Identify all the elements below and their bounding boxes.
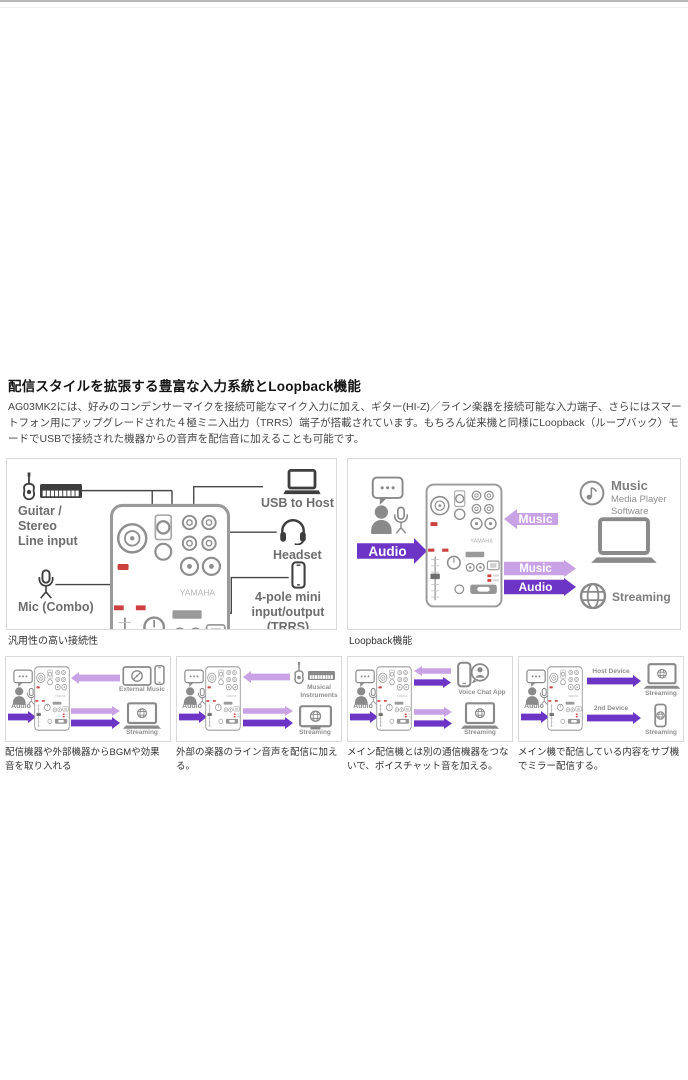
mixer-illustration <box>34 666 70 731</box>
instruments-in-arrow <box>243 671 290 683</box>
keyboard-icon <box>40 483 82 499</box>
mixer-illustration <box>547 666 583 731</box>
usecase-panel-mirror: Audio Host Device Streaming 2nd Device S… <box>518 656 684 742</box>
music-out-arrow <box>243 706 293 716</box>
external-music-label: External Music <box>119 686 165 693</box>
smartphone-icon <box>291 561 306 589</box>
connectivity-panel: Guitar / Stereo Line input Mic (Combo) U… <box>6 458 337 630</box>
mixer-illustration <box>205 666 241 731</box>
streaming-label: Streaming <box>464 729 496 736</box>
audio-out-arrow <box>243 717 293 729</box>
streaming-label: Streaming <box>612 590 671 604</box>
streaming-laptop-icon <box>122 702 162 730</box>
audio-label: Audio <box>524 703 544 710</box>
usecase-caption-3: メイン配信機とは別の通信機器をつないで、ボイスチャット音を加える。 <box>347 747 509 773</box>
music-note-icon <box>579 480 605 506</box>
external-music-icon <box>122 666 152 686</box>
laptop-icon <box>591 517 657 565</box>
usecase-caption-2: 外部の楽器のライン音声を配信に加える。 <box>176 747 338 773</box>
external-music-in-arrow <box>71 672 120 684</box>
audio-out-arrow <box>414 718 452 729</box>
music-out-arrow <box>414 707 452 717</box>
loopback-panel: Audio Music Music Media Player Software … <box>347 458 681 630</box>
audio-arrow <box>8 711 36 723</box>
audio-label: Audio <box>11 703 31 710</box>
music-out-arrow <box>71 706 120 716</box>
top-divider-light <box>0 7 688 8</box>
mixer-illustration <box>109 503 231 630</box>
chat-in-arrow <box>414 666 451 676</box>
music-out-arrow: Music <box>504 560 576 577</box>
audio-in-arrow: Audio <box>357 538 427 564</box>
guitar-line-input-label: Guitar / Stereo Line input <box>18 504 78 548</box>
audio-out-arrow: Audio <box>504 578 576 596</box>
usecase-panel-instruments: Audio Musical Instruments Streaming <box>176 656 342 742</box>
chat-out-arrow <box>414 677 451 688</box>
voice-chat-label: Voice Chat App <box>458 689 506 696</box>
audio-arrow <box>179 711 207 723</box>
usecase-panel-voice-chat: Audio Voice Chat App Streaming <box>347 656 513 742</box>
usecase-panel-external-music: Audio External Music Streaming <box>5 656 171 742</box>
instruments-label: Musical Instruments <box>300 684 338 700</box>
second-device-label: 2nd Device <box>593 705 629 712</box>
streaming-label: Streaming <box>299 729 331 736</box>
section-paragraph: AG03MK2には、好みのコンデンサーマイクを接続可能なマイク入力に加え、ギター… <box>8 401 682 445</box>
keyboard-icon <box>308 671 335 680</box>
loopback-caption: Loopback機能 <box>349 636 413 647</box>
streaming-monitor-icon <box>299 705 332 731</box>
audio-arrow <box>521 711 549 723</box>
streaming-label: Streaming <box>126 729 158 736</box>
guitar-icon <box>19 471 39 503</box>
music-subtitle: Media Player Software <box>611 494 667 518</box>
mic-icon <box>35 569 57 599</box>
voice-chat-icon <box>456 661 490 689</box>
streaming-top-label: Streaming <box>645 690 677 697</box>
audio-out-arrow <box>71 717 120 729</box>
connectivity-caption: 汎用性の高い接続性 <box>8 636 98 647</box>
streaming-phone-icon <box>654 703 667 728</box>
usecase-caption-4: メイン機で配信している内容をサブ機でミラー配信する。 <box>518 747 680 773</box>
audio-label: Audio <box>182 703 202 710</box>
laptop-icon <box>283 469 321 495</box>
section-heading: 配信スタイルを拡張する豊富な入力系統とLoopback機能 <box>8 379 362 394</box>
streaming-laptop-icon <box>460 702 500 730</box>
music-title: Music <box>611 478 648 493</box>
headset-icon <box>278 517 308 545</box>
second-device-arrow <box>587 712 641 724</box>
trrs-label: 4-pole mini input/output (TRRS) <box>251 590 325 630</box>
streaming-laptop-icon <box>643 663 681 690</box>
guitar-icon <box>291 661 307 686</box>
music-in-arrow: Music <box>504 509 558 529</box>
audio-arrow <box>350 711 378 723</box>
top-divider <box>0 0 688 2</box>
streaming-globe-icon <box>579 582 607 610</box>
audio-label: Audio <box>353 703 373 710</box>
streaming-bottom-label: Streaming <box>645 729 677 736</box>
mic-combo-label: Mic (Combo) <box>18 600 94 614</box>
mixer-illustration <box>376 666 412 731</box>
host-device-label: Host Device <box>592 668 630 675</box>
headset-label: Headset <box>273 548 322 562</box>
host-device-arrow <box>587 675 641 687</box>
speaker-person-icon <box>368 476 412 534</box>
usecase-caption-1: 配信機器や外部機器からBGMや効果音を取り入れる <box>5 747 160 773</box>
smartphone-icon <box>154 664 165 686</box>
usb-to-host-label: USB to Host <box>261 496 334 510</box>
mixer-illustration <box>425 483 503 608</box>
